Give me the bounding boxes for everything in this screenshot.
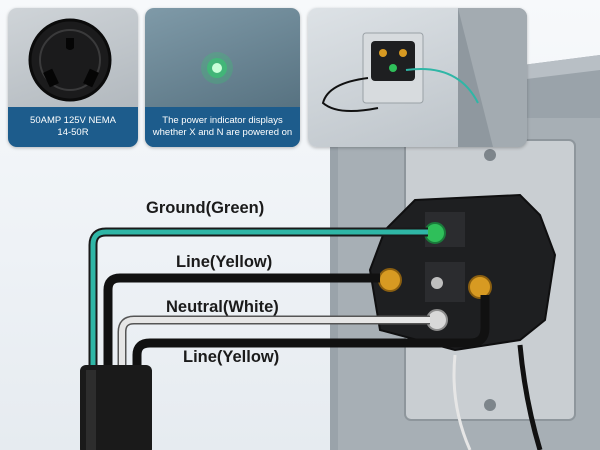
caption-line: 50AMP 125V NEMA <box>30 115 116 126</box>
outlet-face-icon <box>28 18 112 102</box>
outlet-thumbnail: 50AMP 125V NEMA 14-50R <box>8 8 138 147</box>
neutral-wire <box>119 317 430 374</box>
power-cable <box>80 365 152 450</box>
wiring-thumbnail <box>308 8 527 147</box>
power-indicator-icon <box>201 52 233 84</box>
line-wire-2 <box>132 295 490 376</box>
outlet-caption: 50AMP 125V NEMA 14-50R <box>8 107 138 147</box>
caption-line: 14-50R <box>57 127 89 138</box>
line-wire-label: Line(Yellow) <box>183 348 280 366</box>
indicator-caption: The power indicator displays whether X a… <box>145 107 300 147</box>
screw-icon <box>484 399 496 411</box>
line-terminal-icon <box>378 268 402 292</box>
caption-text: The power indicator displays whether X a… <box>152 115 293 138</box>
wiring-photo-icon <box>321 8 527 147</box>
line-terminal-icon <box>468 275 492 299</box>
line-wire-label: Line(Yellow) <box>176 253 273 271</box>
neutral-wire-label: Neutral(White) <box>166 298 279 316</box>
screw-icon <box>484 149 496 161</box>
line-wire-1 <box>103 273 380 372</box>
indicator-thumbnail: The power indicator displays whether X a… <box>145 8 300 147</box>
ground-wire <box>90 229 428 370</box>
ground-wire-label: Ground(Green) <box>146 199 265 217</box>
